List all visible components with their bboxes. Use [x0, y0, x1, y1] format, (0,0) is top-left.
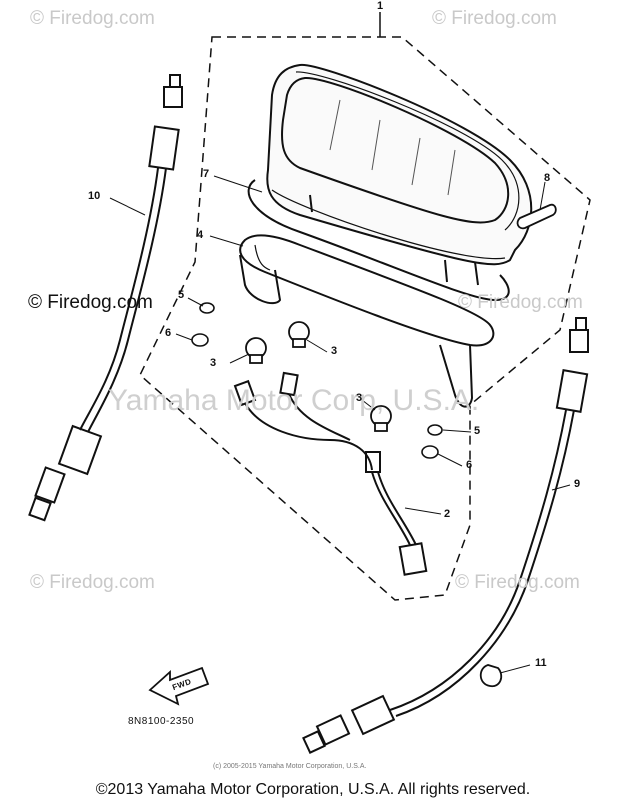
- callout-5a: 5: [178, 289, 185, 301]
- callout-10: 10: [88, 190, 101, 202]
- callout-1: 1: [377, 0, 384, 12]
- diagram-code: 8N8100-2350: [128, 716, 195, 727]
- callout-4: 4: [197, 229, 204, 241]
- callout-6a: 6: [165, 327, 172, 339]
- callout-8: 8: [544, 172, 551, 184]
- callout-3b: 3: [331, 345, 338, 357]
- callout-5b: 5: [474, 425, 481, 437]
- watermark-bottom-right: © Firedog.com: [455, 572, 580, 593]
- fasteners: [191, 302, 443, 459]
- tachometer-cable: [302, 317, 589, 754]
- callout-3a: 3: [210, 357, 217, 369]
- cable-clamp: [479, 664, 503, 688]
- small-copyright: (c) 2005-2015 Yamaha Motor Corporation, …: [213, 763, 367, 770]
- watermark-mid-right: © Firedog.com: [458, 292, 583, 313]
- bulbs: [245, 321, 392, 432]
- watermark-center: Yamaha Motor Corp, U.S.A.: [108, 384, 480, 417]
- callout-11: 11: [535, 657, 547, 669]
- watermark-bottom-left: © Firedog.com: [30, 572, 155, 593]
- watermark-top-left: © Firedog.com: [30, 8, 155, 29]
- rubber-cap: [516, 203, 557, 230]
- callout-leaders: [109, 175, 571, 674]
- callout-6b: 6: [466, 459, 473, 471]
- watermark-top-right: © Firedog.com: [432, 8, 557, 29]
- watermark-mid-left: © Firedog.com: [28, 292, 153, 313]
- callout-3c: 3: [356, 392, 363, 404]
- footer-copyright: ©2013 Yamaha Motor Corporation, U.S.A. A…: [95, 781, 531, 798]
- callout-7: 7: [203, 168, 210, 180]
- callout-9: 9: [574, 478, 581, 490]
- meter-housing: [266, 63, 533, 286]
- gasket: [247, 179, 510, 302]
- front-direction-arrow: [148, 666, 210, 706]
- callout-2: 2: [444, 508, 451, 520]
- wire-harness: [233, 371, 428, 576]
- speedometer-cable: [28, 74, 183, 522]
- meter-case: [239, 234, 495, 408]
